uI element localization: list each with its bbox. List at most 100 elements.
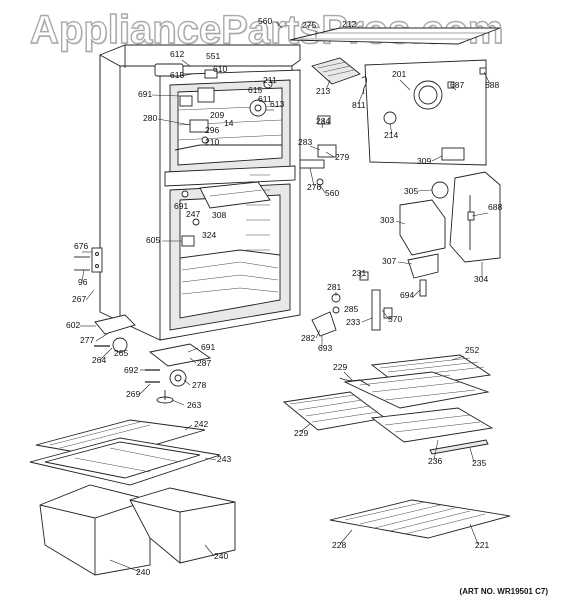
part-label-612[interactable]: 612	[170, 49, 184, 59]
leader-line-688b	[471, 212, 489, 217]
part-label-242[interactable]: 242	[194, 419, 208, 429]
part-label-694[interactable]: 694	[400, 290, 414, 300]
part-label-201[interactable]: 201	[392, 69, 406, 79]
part-label-305[interactable]: 305	[404, 186, 418, 196]
leader-line-811	[357, 89, 365, 105]
part-label-229b[interactable]: 229	[294, 428, 308, 438]
leader-line-263	[171, 399, 185, 406]
part-label-213[interactable]: 213	[316, 86, 330, 96]
part-label-267[interactable]: 267	[72, 294, 86, 304]
leader-line-201	[399, 79, 411, 91]
leader-line-283	[309, 145, 321, 151]
part-label-570[interactable]: 570	[388, 314, 402, 324]
shelves	[282, 354, 511, 539]
part-label-229a[interactable]: 229	[333, 362, 347, 372]
part-label-264[interactable]: 264	[92, 355, 106, 365]
leader-line-243	[204, 457, 217, 461]
part-label-693[interactable]: 693	[318, 343, 332, 353]
part-label-613[interactable]: 613	[270, 99, 284, 109]
part-label-308[interactable]: 308	[212, 210, 226, 220]
part-label-692[interactable]: 692	[124, 365, 138, 375]
part-label-303[interactable]: 303	[380, 215, 394, 225]
leader-line-279	[325, 151, 335, 158]
part-label-281[interactable]: 281	[327, 282, 341, 292]
part-label-282[interactable]: 282	[301, 333, 315, 343]
part-label-209[interactable]: 209	[210, 110, 224, 120]
leader-lines	[80, 21, 491, 573]
part-label-275[interactable]: 275	[302, 20, 316, 30]
part-label-279[interactable]: 279	[335, 152, 349, 162]
part-label-324[interactable]: 324	[202, 230, 216, 240]
leader-line-264	[99, 347, 113, 361]
evaporator-cover	[289, 27, 501, 166]
leader-line-233	[361, 317, 373, 323]
part-label-247[interactable]: 247	[186, 209, 200, 219]
part-label-691b[interactable]: 691	[174, 201, 188, 211]
leader-line-278	[183, 379, 191, 386]
part-label-605[interactable]: 605	[146, 235, 160, 245]
part-label-691c[interactable]: 691	[201, 342, 215, 352]
part-label-231[interactable]: 231	[352, 268, 366, 278]
part-label-228[interactable]: 228	[332, 540, 346, 550]
part-label-615b[interactable]: 615	[248, 85, 262, 95]
dispenser-housings	[399, 171, 501, 297]
leader-line-615a	[181, 73, 193, 77]
part-label-265[interactable]: 265	[114, 348, 128, 358]
part-label-602[interactable]: 602	[66, 320, 80, 330]
part-label-235[interactable]: 235	[472, 458, 486, 468]
part-label-277[interactable]: 277	[80, 335, 94, 345]
part-label-304[interactable]: 304	[474, 274, 488, 284]
part-label-214[interactable]: 214	[384, 130, 398, 140]
part-label-615a[interactable]: 615	[170, 70, 184, 80]
leader-line-612	[181, 59, 191, 67]
part-label-309[interactable]: 309	[417, 156, 431, 166]
part-label-236[interactable]: 236	[428, 456, 442, 466]
part-label-551[interactable]: 551	[206, 51, 220, 61]
part-label-610[interactable]: 610	[213, 64, 227, 74]
leader-line-96	[81, 269, 85, 282]
part-label-560a[interactable]: 560	[258, 16, 272, 26]
part-label-269[interactable]: 269	[126, 389, 140, 399]
part-label-96[interactable]: 96	[78, 277, 88, 287]
part-label-276[interactable]: 276	[307, 182, 321, 192]
leader-line-240a	[109, 559, 141, 573]
part-label-280[interactable]: 280	[143, 113, 157, 123]
part-label-691a[interactable]: 691	[138, 89, 152, 99]
part-label-233[interactable]: 233	[346, 317, 360, 327]
part-label-811[interactable]: 811	[352, 100, 366, 110]
part-label-307[interactable]: 307	[382, 256, 396, 266]
leader-line-235	[469, 447, 475, 463]
part-label-687[interactable]: 687	[450, 80, 464, 90]
leader-line-691c	[187, 347, 199, 353]
leader-line-305	[417, 189, 433, 192]
part-label-676[interactable]: 676	[74, 241, 88, 251]
part-label-243[interactable]: 243	[217, 454, 231, 464]
part-label-278[interactable]: 278	[192, 380, 206, 390]
part-label-283[interactable]: 283	[298, 137, 312, 147]
part-label-210[interactable]: 210	[205, 137, 219, 147]
part-label-688a[interactable]: 688	[485, 80, 499, 90]
art-number: (ART NO. WR19501 C7)	[459, 587, 548, 596]
part-label-611[interactable]: 611	[258, 94, 272, 104]
part-label-252[interactable]: 252	[465, 345, 479, 355]
leader-line-570	[381, 309, 389, 319]
part-label-560b[interactable]: 560	[325, 188, 339, 198]
part-label-296[interactable]: 296	[205, 125, 219, 135]
center-brackets	[299, 115, 337, 186]
leader-line-307	[397, 261, 413, 265]
part-label-688b[interactable]: 688	[488, 202, 502, 212]
leader-line-309	[431, 155, 443, 162]
part-label-212[interactable]: 212	[342, 19, 356, 29]
leader-line-213	[325, 79, 331, 91]
part-label-240b[interactable]: 240	[214, 551, 228, 561]
part-label-14[interactable]: 14	[224, 118, 234, 128]
part-label-221[interactable]: 221	[475, 540, 489, 550]
part-label-285[interactable]: 285	[344, 304, 358, 314]
part-label-240a[interactable]: 240	[136, 567, 150, 577]
leader-line-687	[451, 85, 457, 91]
part-label-263[interactable]: 263	[187, 400, 201, 410]
part-label-211[interactable]: 211	[263, 75, 277, 85]
part-label-287[interactable]: 287	[197, 358, 211, 368]
leader-line-221	[469, 523, 479, 545]
